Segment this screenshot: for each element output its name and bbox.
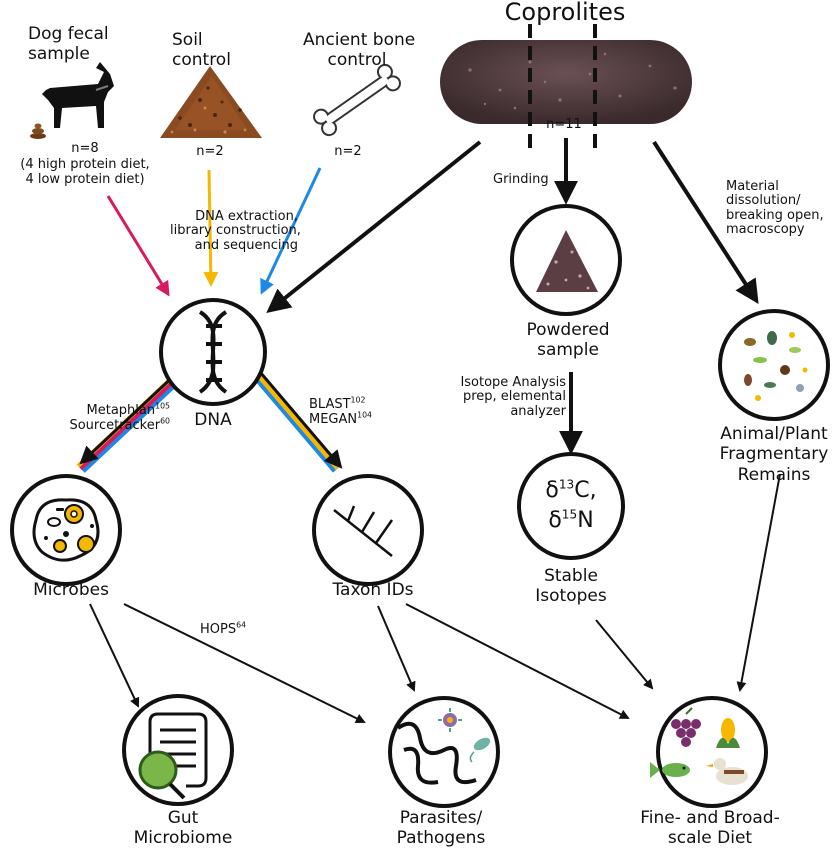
virus-icon: [438, 708, 462, 732]
hops-label: HOPS64: [200, 620, 247, 637]
corn-icon: [716, 718, 740, 748]
taxon-to-diet-arrow: [405, 603, 630, 719]
bacterium-icon: [469, 737, 491, 763]
extraction-label: DNA extraction, library construction, an…: [170, 209, 301, 253]
remains-label: Animal/Plant Fragmentary Remains: [719, 424, 829, 485]
isotopes-label: Stable Isotopes: [535, 566, 607, 607]
soil-pile-icon: [160, 66, 262, 138]
microbes-to-parasites-arrow: [123, 603, 366, 723]
dna-to-taxon-arrow: [252, 371, 343, 473]
powdered-sample-node: [510, 204, 622, 316]
gut-node: [122, 694, 234, 806]
dog-title: Dog fecal sample: [28, 24, 109, 65]
dog-count: n=8 (4 high protein diet, 4 low protein …: [20, 141, 150, 188]
taxon-label: Taxon IDs: [332, 580, 414, 600]
blast-megan-label: BLAST102 MEGAN104: [309, 395, 373, 427]
grinding-label: Grinding: [493, 172, 549, 187]
microbe-magnifier-icon: [138, 750, 178, 790]
isotopes-node: [517, 452, 625, 560]
diet-node: [650, 696, 768, 808]
coprolite-to-dna-arrow: [266, 140, 482, 313]
dissolution-arrow: [652, 140, 759, 305]
remains-to-diet-arrow: [736, 473, 781, 692]
taxon-node: [312, 474, 424, 586]
dog-icon: [42, 62, 114, 128]
isotopes-values: δ13C, δ15N: [545, 477, 597, 533]
bone-to-dna-arrow: [260, 167, 322, 295]
fragments-icon: [744, 331, 808, 401]
diet-label: Fine- and Broad- scale Diet: [640, 808, 780, 849]
dna-label: DNA: [194, 410, 232, 430]
parasites-node: [388, 696, 500, 808]
soil-to-dna-arrow: [203, 169, 219, 287]
microbes-to-gut-arrow: [89, 603, 140, 708]
powdered-label: Powdered sample: [526, 320, 610, 361]
microbes-node: [10, 474, 122, 586]
bone-icon: [313, 63, 401, 137]
microbes-label: Microbes: [33, 580, 109, 600]
dna-node: [159, 298, 267, 406]
fish-icon: [650, 762, 690, 778]
worm-icon: [396, 721, 477, 785]
duck-icon: [706, 758, 748, 785]
dna-to-microbes-arrow: [76, 370, 185, 473]
soil-count: n=2: [196, 144, 224, 159]
dog-to-dna-arrow: [106, 195, 170, 297]
grapes-icon: [671, 707, 701, 747]
dissolution-label: Material dissolution/ breaking open, mac…: [726, 179, 824, 237]
bone-count: n=2: [334, 144, 362, 159]
metaphlan-sourcetracker-label: Metaphlan105 Sourcetracker60: [69, 401, 170, 433]
gut-label: Gut Microbiome: [133, 808, 233, 849]
coprolites-title: Coprolites: [504, 0, 626, 26]
poop-icon: [30, 123, 46, 139]
coprolite-image: [440, 40, 692, 124]
remains-node: [718, 309, 830, 421]
bone-title: Ancient bone control: [303, 30, 416, 71]
isotopes-to-diet-arrow: [595, 619, 654, 690]
intestine-icon: [148, 712, 208, 788]
isotope-prep-label: Isotope Analysis prep, elemental analyze…: [460, 375, 566, 419]
parasites-label: Parasites/ Pathogens: [396, 808, 486, 849]
taxon-to-parasites-arrow: [377, 605, 416, 692]
phylogeny-icon: [333, 505, 394, 557]
microbes-icon: [32, 498, 100, 562]
soil-title: Soil control: [172, 30, 231, 71]
coprolites-count: n=11: [546, 117, 582, 132]
dna-helix-icon: [198, 310, 228, 394]
